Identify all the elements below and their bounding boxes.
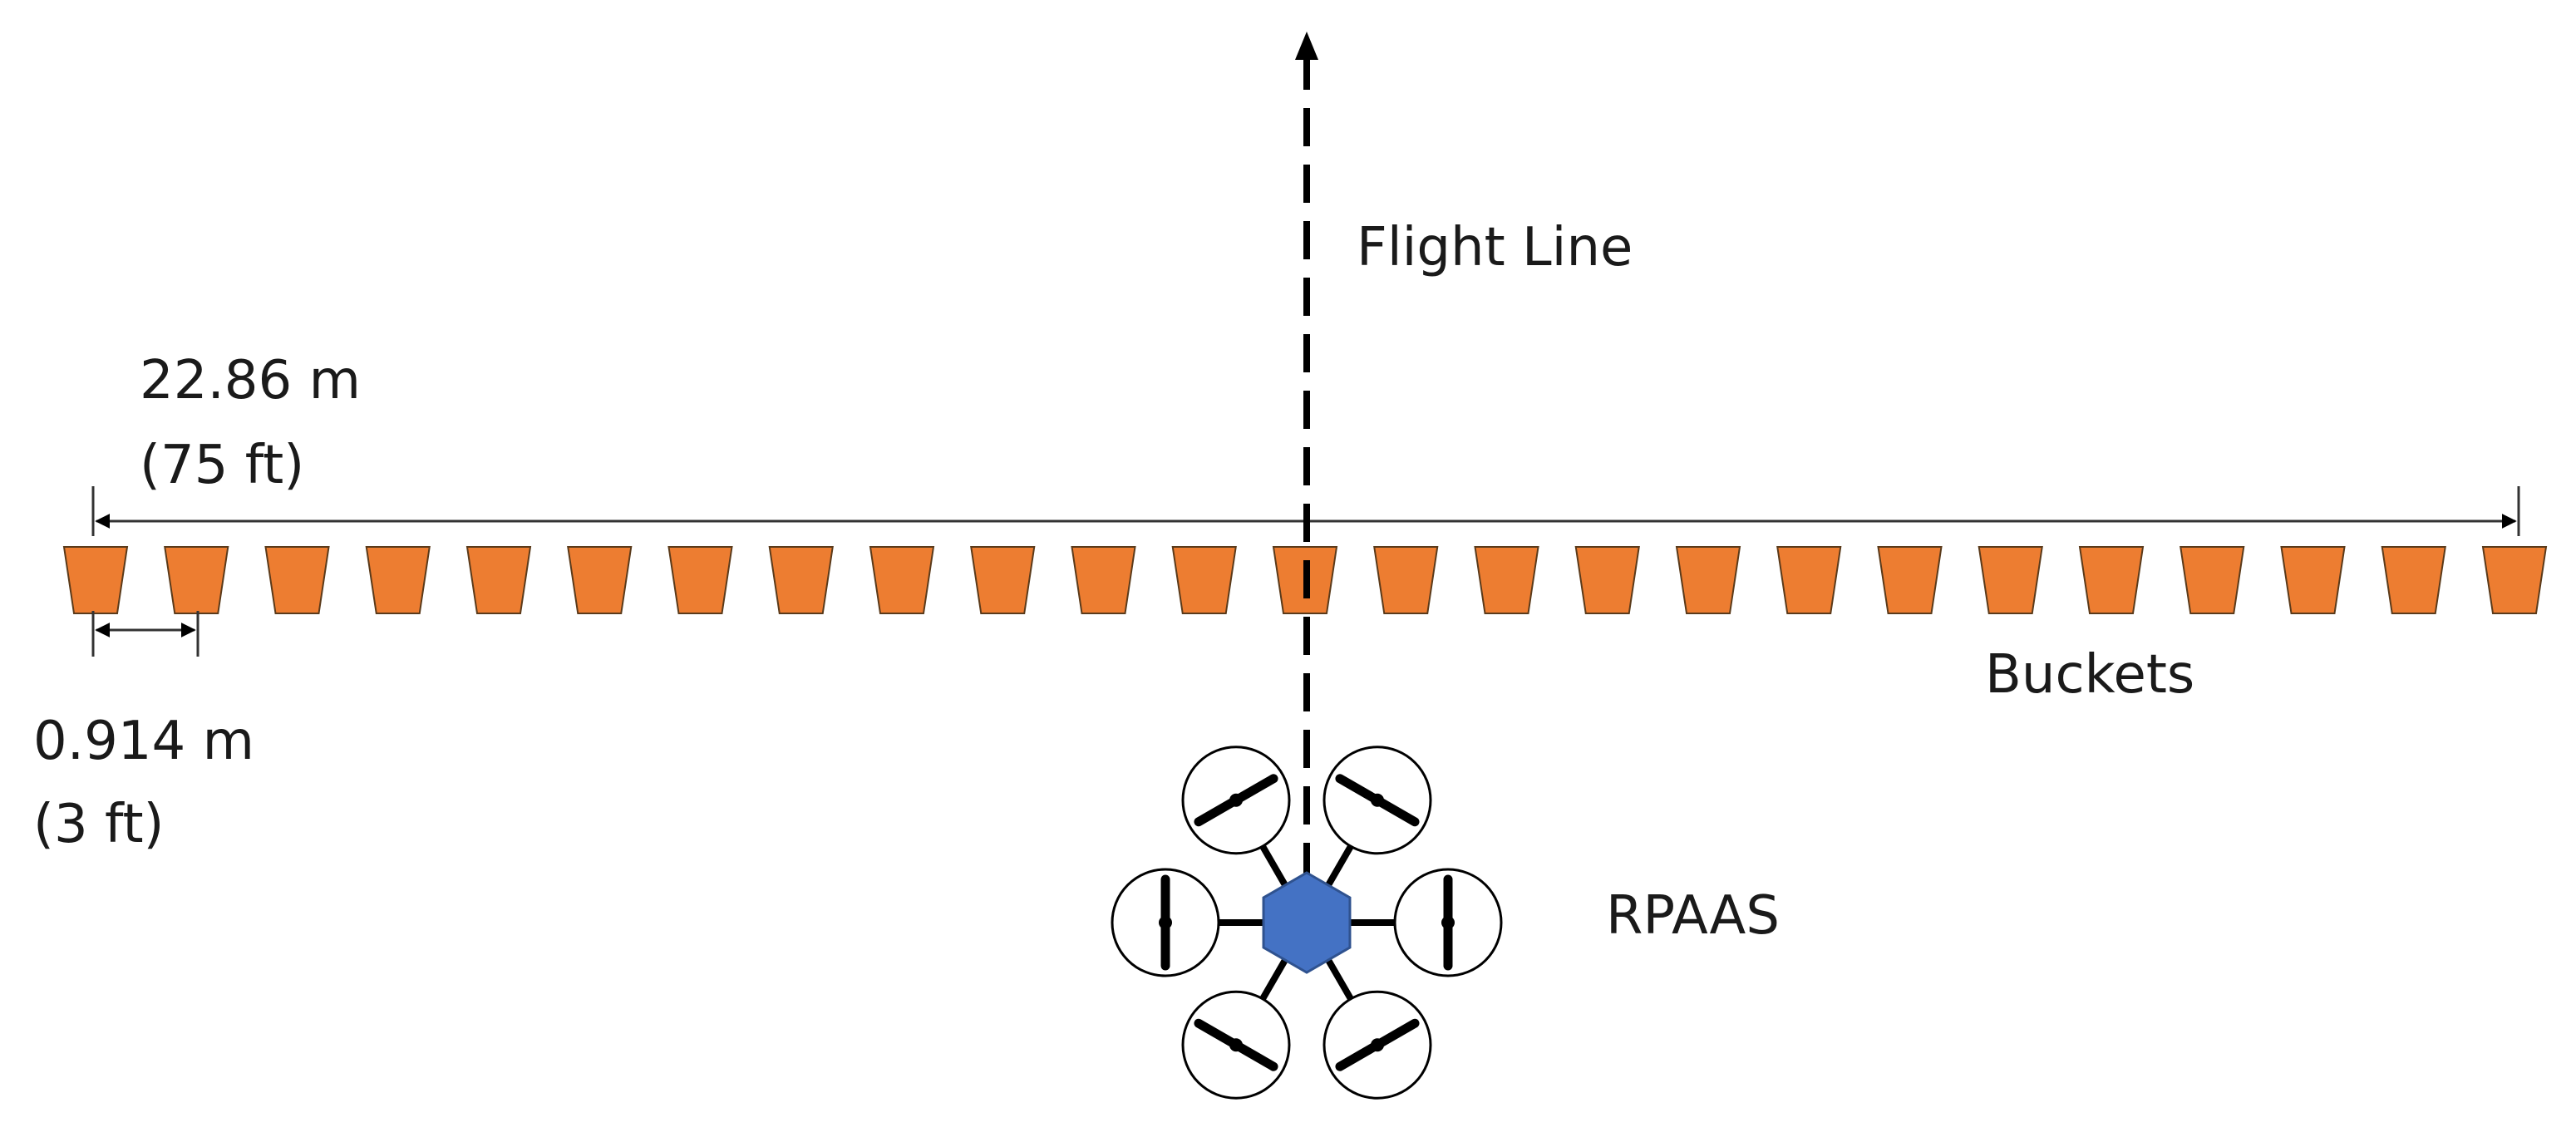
- bucket: [1877, 546, 1943, 614]
- bucket: [164, 546, 229, 614]
- bucket-spacing-label-ft: (3 ft): [33, 794, 165, 855]
- rpaas-hexacopter: [1111, 746, 1503, 1100]
- bucket-spacing-label-m: 0.914 m: [33, 711, 254, 772]
- buckets-label: Buckets: [1985, 644, 2195, 706]
- bucket: [365, 546, 431, 614]
- rotor: [1111, 868, 1220, 977]
- bucket: [1776, 546, 1842, 614]
- bucket: [970, 546, 1036, 614]
- flight-line-arrowhead: [1295, 32, 1318, 60]
- bucket: [2180, 546, 2245, 614]
- total-span-label-m: 22.86 m: [140, 350, 361, 411]
- bucket: [2381, 546, 2446, 614]
- bucket: [2280, 546, 2346, 614]
- rotor: [1322, 746, 1432, 855]
- bucket: [1978, 546, 2043, 614]
- rpaas-label: RPAAS: [1606, 885, 1780, 947]
- bucket: [667, 546, 733, 614]
- rotor: [1181, 746, 1291, 855]
- bucket: [264, 546, 330, 614]
- bucket: [1373, 546, 1439, 614]
- flight-line-label: Flight Line: [1357, 217, 1633, 278]
- bucket: [1171, 546, 1237, 614]
- bucket: [465, 546, 532, 614]
- total-span-label-ft: (75 ft): [140, 435, 305, 496]
- rotor: [1393, 868, 1503, 977]
- bucket: [1574, 546, 1640, 614]
- rotor: [1181, 990, 1291, 1100]
- bucket: [869, 546, 935, 614]
- bucket-row: [62, 546, 2548, 614]
- rotor: [1322, 990, 1432, 1100]
- bucket: [1071, 546, 1136, 614]
- bucket: [567, 546, 633, 614]
- bucket: [62, 546, 129, 614]
- bucket: [2481, 546, 2548, 614]
- bucket: [768, 546, 834, 614]
- flight-line: [1295, 32, 1318, 881]
- bucket-spacing-dimension: [91, 611, 199, 657]
- bucket: [1675, 546, 1741, 614]
- drone-hub: [1262, 871, 1352, 974]
- bucket: [1474, 546, 1539, 614]
- bucket: [2078, 546, 2145, 614]
